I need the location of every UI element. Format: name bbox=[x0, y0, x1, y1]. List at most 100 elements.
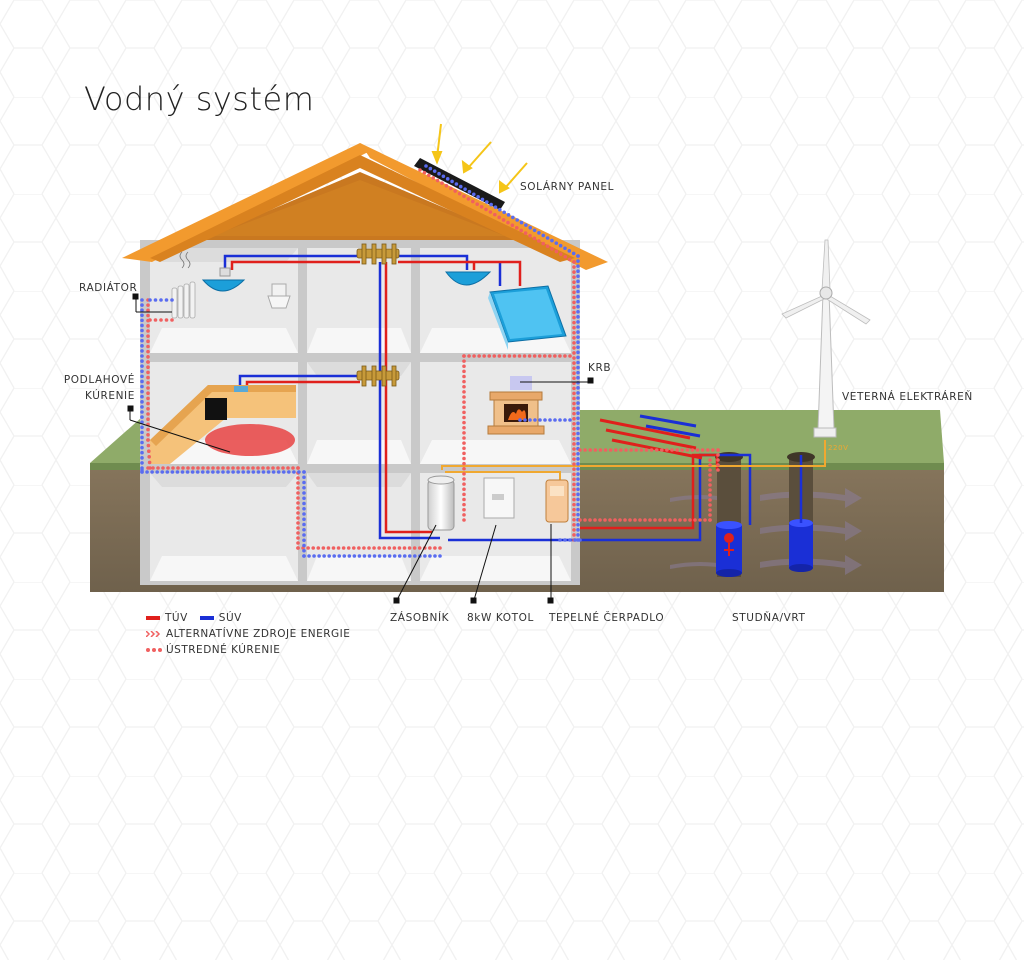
pipe-dot bbox=[462, 441, 466, 445]
pipe-dot bbox=[572, 265, 576, 269]
pipe-dot bbox=[576, 411, 580, 416]
pipe-dot bbox=[145, 470, 149, 474]
pipe-dot bbox=[146, 360, 150, 364]
pipe-dot bbox=[146, 349, 150, 354]
pipe-dot bbox=[140, 394, 144, 399]
pipe-dot bbox=[271, 466, 275, 470]
pipe-dot bbox=[196, 466, 200, 470]
pipe-dot bbox=[583, 518, 587, 522]
pipe-dot bbox=[296, 531, 300, 535]
pipe-dot bbox=[316, 546, 321, 550]
pipe-dot bbox=[576, 406, 580, 410]
pipe-dot bbox=[377, 546, 381, 550]
pipe-dot bbox=[387, 554, 392, 558]
pipe-dot bbox=[296, 516, 300, 520]
pipe-dot bbox=[146, 334, 150, 338]
pipe-dot bbox=[572, 396, 576, 401]
pipe-dot bbox=[462, 364, 466, 369]
pipe-dot bbox=[216, 470, 220, 474]
washbasin-icon bbox=[201, 267, 246, 292]
pipe-dot bbox=[332, 554, 337, 558]
pipe-dot bbox=[221, 470, 225, 474]
pipe-dot bbox=[567, 249, 572, 253]
pipe-dot bbox=[302, 491, 306, 495]
pipe-dot bbox=[146, 344, 150, 349]
pipe-dot bbox=[146, 365, 150, 370]
pipe-dot bbox=[140, 354, 144, 358]
pipe-dot bbox=[342, 554, 347, 558]
pipe-dot bbox=[484, 207, 488, 212]
pipe-dot bbox=[462, 497, 466, 502]
pipe-dot bbox=[423, 554, 427, 558]
pipe-dot bbox=[261, 470, 266, 474]
pipe-dot bbox=[572, 467, 576, 472]
pipe-dot bbox=[533, 418, 537, 422]
pipe-dot bbox=[572, 533, 576, 537]
pipe-dot bbox=[576, 340, 580, 345]
pipe-dot bbox=[576, 284, 580, 289]
pipe-dot bbox=[576, 436, 580, 441]
pipe-dot bbox=[407, 554, 412, 558]
pipe-dot bbox=[286, 466, 290, 470]
pipe-dot bbox=[576, 320, 580, 324]
label-boiler: 8kW KOTOL bbox=[467, 612, 534, 624]
pipe-dot bbox=[221, 466, 225, 470]
pipe-dot bbox=[690, 448, 695, 452]
pipe-dot bbox=[236, 466, 240, 470]
pipe-dot bbox=[472, 354, 476, 358]
pipe-dot bbox=[437, 171, 441, 176]
pipe-dot bbox=[297, 470, 301, 474]
legend-row-central-heating: ÚSTREDNÉ KÚRENIE bbox=[146, 644, 280, 656]
pipe-dot bbox=[462, 502, 466, 507]
pipe-dot bbox=[572, 315, 576, 320]
pipe-dot bbox=[708, 463, 712, 467]
pipe-dot bbox=[146, 391, 150, 396]
pipe-dot bbox=[572, 512, 576, 517]
pipe-dot bbox=[180, 470, 185, 474]
pipe-dot bbox=[190, 470, 195, 474]
pipe-dot bbox=[528, 225, 533, 230]
pipe-dot bbox=[572, 260, 576, 264]
pipe-dot bbox=[140, 313, 144, 318]
legend-cold-label: SÚV bbox=[218, 612, 242, 624]
pipe-dot bbox=[146, 329, 150, 333]
pipe-dot bbox=[296, 506, 300, 510]
pipe-dot bbox=[576, 451, 580, 456]
pipe-dot bbox=[480, 197, 485, 202]
pipe-dot bbox=[140, 430, 144, 435]
legend-cold-swatch bbox=[199, 616, 214, 620]
pipe-dot bbox=[576, 360, 580, 365]
pipe-dot bbox=[462, 420, 466, 425]
pipe-dot bbox=[502, 354, 507, 358]
pipe-dot bbox=[576, 421, 580, 426]
label-fireplace: KRB bbox=[588, 362, 612, 374]
pipe-dot bbox=[362, 554, 367, 558]
pipe-dot bbox=[236, 470, 240, 474]
pipe-dot bbox=[576, 304, 580, 309]
pipe-dot bbox=[140, 461, 144, 465]
pipe-dot bbox=[572, 421, 576, 426]
pipe-dot bbox=[568, 538, 572, 542]
pipe-dot bbox=[146, 412, 150, 416]
pipe-dot bbox=[507, 354, 512, 358]
pipe-dot bbox=[261, 466, 265, 470]
pipe-dot bbox=[576, 512, 580, 517]
fireplace-icon bbox=[487, 376, 545, 435]
pipe-dot bbox=[673, 518, 677, 522]
pipe-dot bbox=[462, 359, 466, 363]
pipe-dot bbox=[140, 323, 144, 328]
pipe-dot bbox=[658, 518, 662, 522]
pipe-dot bbox=[576, 533, 580, 537]
pipe-dot bbox=[367, 546, 371, 550]
boiler-icon bbox=[483, 477, 515, 519]
pipe-dot bbox=[572, 351, 576, 355]
pipe-dot bbox=[576, 254, 580, 258]
pipe-dot bbox=[226, 466, 230, 470]
pipe-dot bbox=[572, 336, 576, 340]
pipe-dot bbox=[140, 338, 144, 343]
label-heat-pump: TEPELNÉ ČERPADLO bbox=[549, 612, 665, 624]
pipe-dot bbox=[572, 442, 576, 446]
pipe-dot bbox=[231, 470, 235, 474]
pipe-dot bbox=[506, 213, 511, 217]
pipe-dot bbox=[572, 341, 576, 345]
